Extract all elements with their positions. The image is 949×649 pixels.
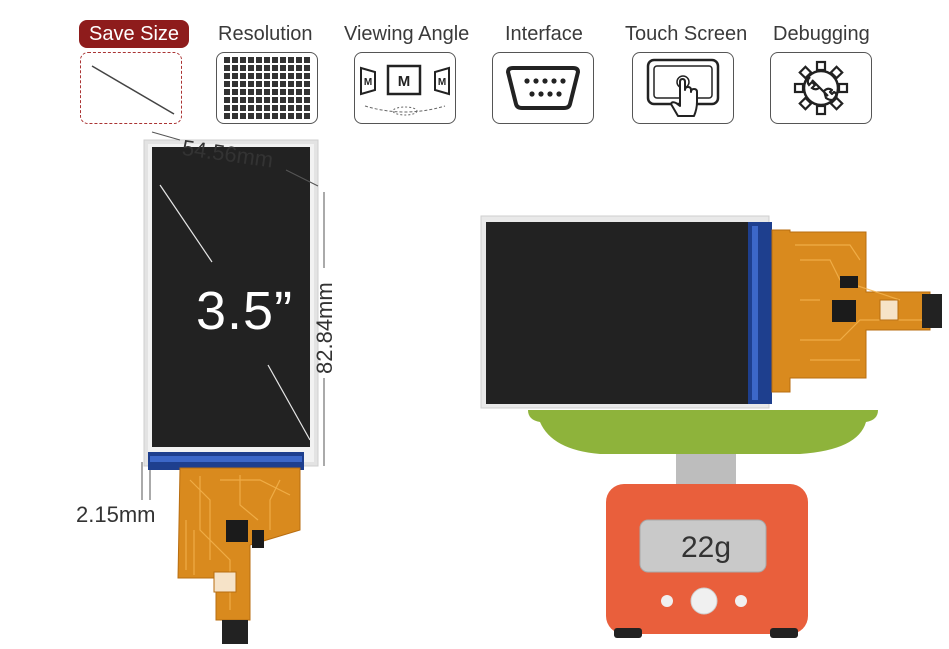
tab-interface[interactable]: Interface xyxy=(505,23,583,45)
lcd-module-drawing xyxy=(141,131,325,644)
scale-weight-readout: 22g xyxy=(680,531,732,564)
viewing-glyph-right: M xyxy=(438,77,446,88)
tab-resolution[interactable]: Resolution xyxy=(218,23,313,45)
display-size-label: 3.5” xyxy=(196,281,294,341)
interface-icon-box[interactable] xyxy=(492,52,594,124)
lcd-screen-landscape xyxy=(486,222,748,404)
scale-power-button[interactable] xyxy=(691,588,717,614)
diagonal-line-icon xyxy=(91,65,175,115)
touch-screen-icon-box[interactable] xyxy=(632,52,734,124)
tab-debugging[interactable]: Debugging xyxy=(773,23,870,45)
thickness-dimension-label: 2.15mm xyxy=(76,502,156,527)
scale-pan xyxy=(528,410,878,454)
scale-left-button[interactable] xyxy=(660,594,674,608)
resolution-icon-box[interactable] xyxy=(216,52,318,124)
tab-touch-screen[interactable]: Touch Screen xyxy=(625,23,748,45)
viewing-angle-icon: M M M xyxy=(360,64,450,116)
serial-port-icon xyxy=(506,66,580,110)
viewing-glyph-center: M xyxy=(398,73,411,90)
scale-right-button[interactable] xyxy=(734,594,748,608)
touch-screen-icon xyxy=(646,58,720,117)
height-dimension-label: 82.84mm xyxy=(312,282,337,374)
viewing-glyph-left: M xyxy=(364,77,372,88)
gear-wrench-icon xyxy=(793,60,849,116)
scale-display xyxy=(639,519,767,573)
debugging-icon-box[interactable] xyxy=(770,52,872,124)
pixel-grid-icon xyxy=(224,57,310,119)
tab-viewing-angle[interactable]: Viewing Angle xyxy=(344,23,470,45)
viewing-angle-icon-box[interactable]: M M M xyxy=(354,52,456,124)
tab-save-size[interactable]: Save Size xyxy=(79,20,190,48)
lcd-screen xyxy=(152,147,310,447)
save-size-icon-box[interactable] xyxy=(80,52,182,124)
scale-illustration xyxy=(480,215,942,638)
